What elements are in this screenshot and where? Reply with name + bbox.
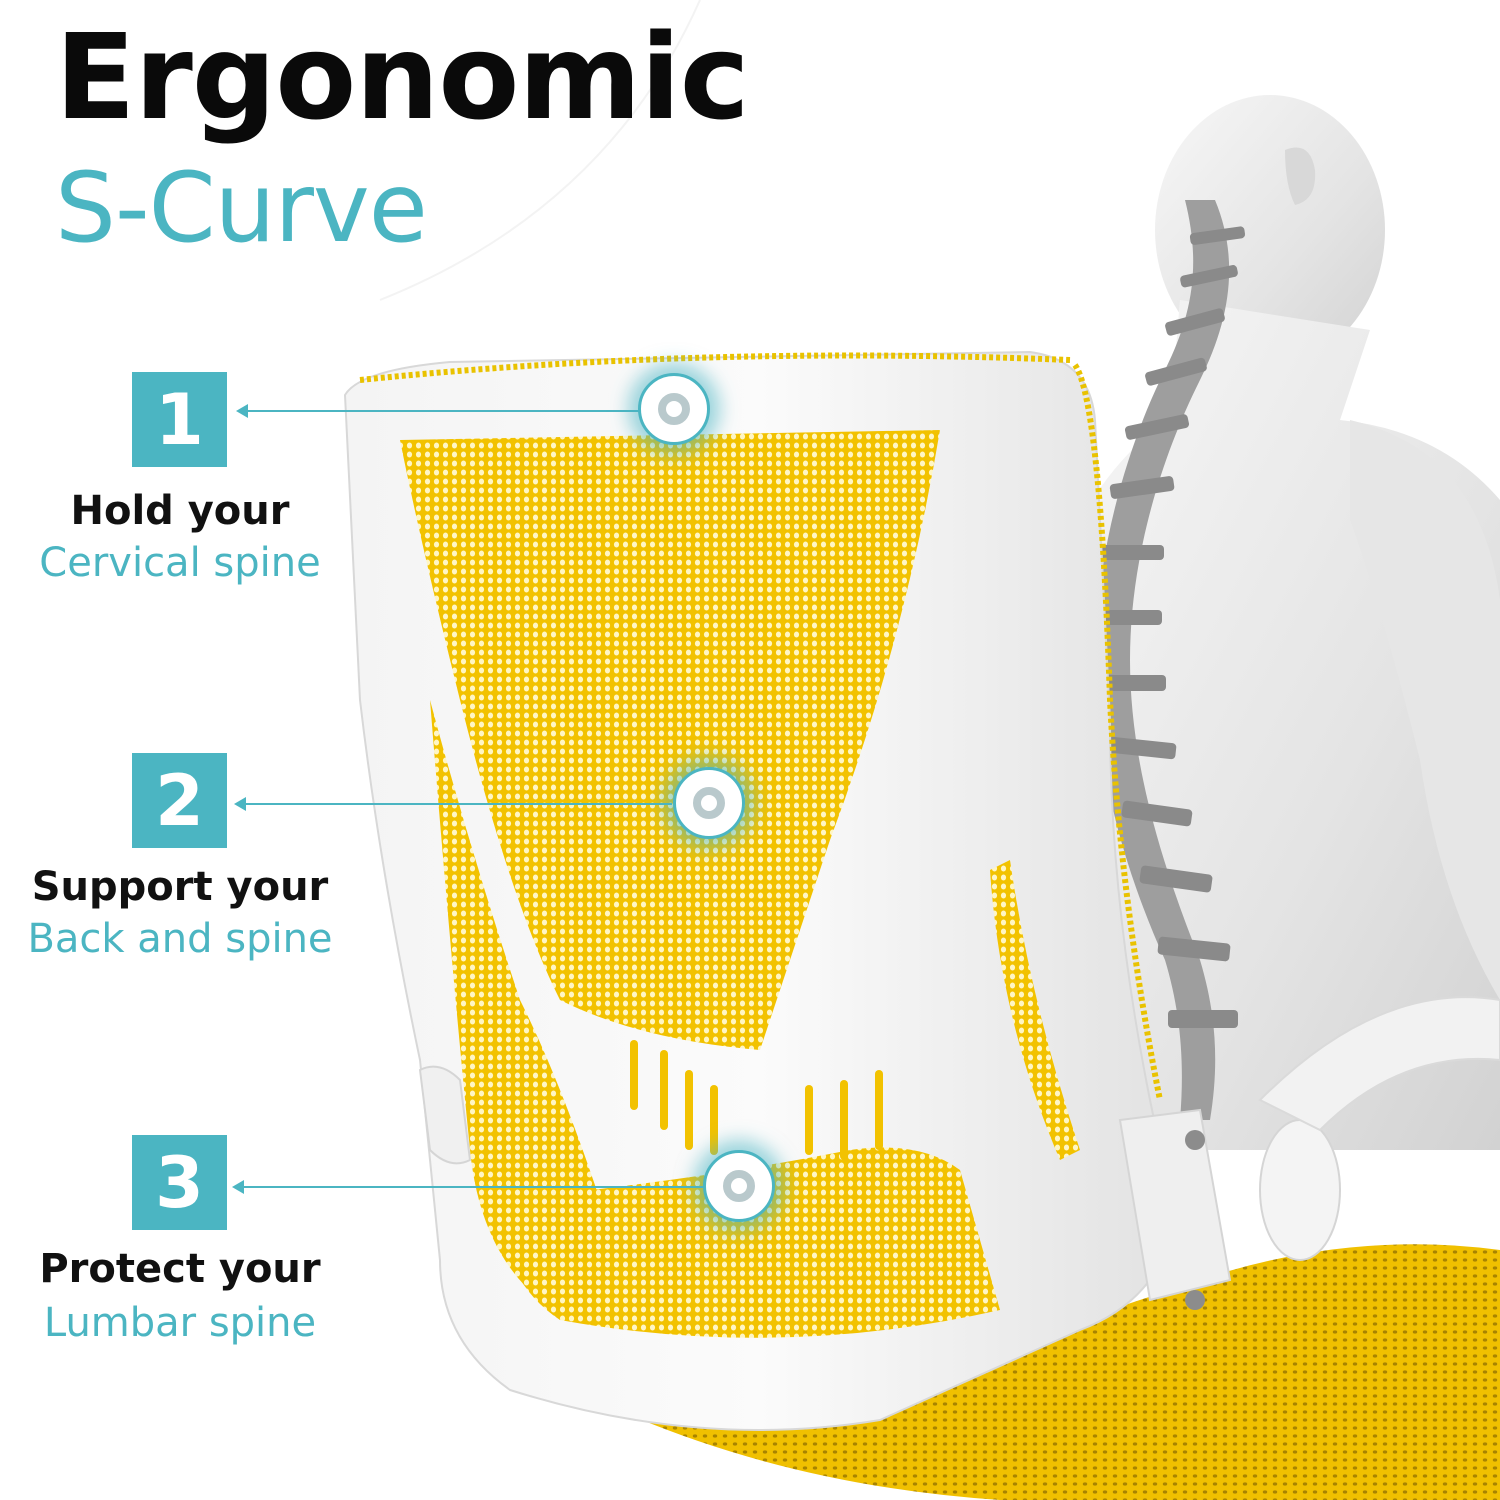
feature-3-heading: Protect your [39, 1246, 321, 1292]
lumbar-vents [630, 1040, 883, 1160]
leader-arrow-3 [232, 1180, 704, 1194]
leader-arrow-1 [236, 404, 640, 418]
feature-2-subheading: Back and spine [27, 916, 333, 962]
number-badge-2: 2 [132, 753, 227, 848]
feature-2-heading: Support your [31, 864, 329, 910]
feature-1-subheading: Cervical spine [39, 540, 321, 586]
hotspot-cervical-icon [638, 373, 710, 445]
number-badge-1: 1 [132, 372, 227, 467]
feature-3-subheading: Lumbar spine [43, 1300, 317, 1346]
hotspot-lumbar-icon [703, 1150, 775, 1222]
hotspot-back-icon [673, 767, 745, 839]
title-block: Ergonomic S-Curve [55, 8, 750, 264]
leader-arrow-2 [234, 797, 672, 811]
feature-1-heading: Hold your [70, 488, 290, 534]
title-main: Ergonomic [55, 8, 750, 146]
chair-mesh-panel [400, 430, 940, 1050]
spine [1095, 200, 1246, 1120]
number-badge-3: 3 [132, 1135, 227, 1230]
armrest-hinge [1118, 996, 1500, 1310]
title-sub: S-Curve [55, 152, 428, 264]
